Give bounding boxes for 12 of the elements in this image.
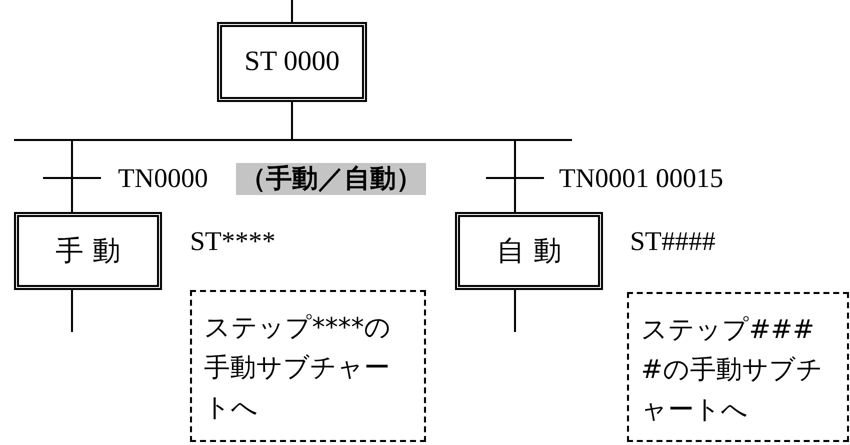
connector-line: [291, 0, 293, 22]
step-box: 手 動: [14, 212, 162, 290]
note-box: ステップ****の手動サブチャートへ: [190, 290, 426, 442]
step-label: ST****: [190, 226, 276, 256]
step-box: ST 0000: [217, 22, 367, 102]
highlighted-label: （手動／自動）: [236, 163, 426, 195]
step-box: 自 動: [455, 212, 603, 290]
connector-line: [291, 102, 516, 212]
connector-line: [71, 290, 73, 332]
note-box: ステップ####の手動サブチャートへ: [627, 292, 849, 442]
connector-line: [514, 290, 516, 332]
step-label: ST####: [630, 226, 716, 256]
